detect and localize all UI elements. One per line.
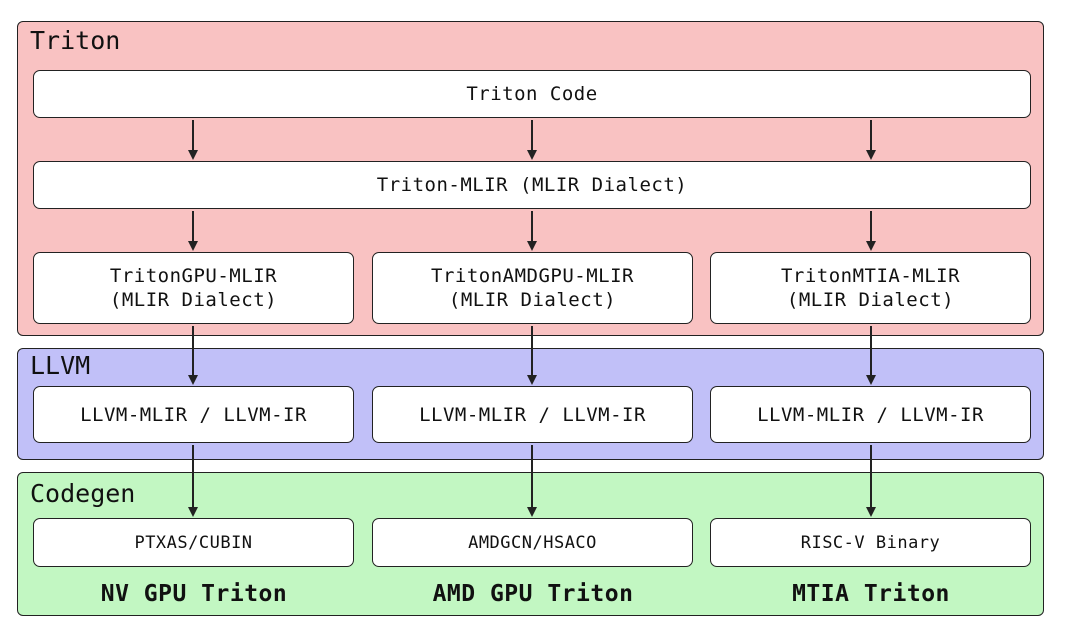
dialect-name: TritonGPU-MLIR: [109, 265, 278, 287]
triton-mlir-label: Triton-MLIR (MLIR Dialect): [376, 174, 688, 196]
codegen-box-label: PTXAS/CUBIN: [134, 532, 253, 553]
caption-mtia-triton: MTIA Triton: [792, 581, 950, 607]
llvm-box-mtia: LLVM-MLIR / LLVM-IR: [710, 386, 1031, 443]
codegen-box-riscv: RISC-V Binary: [710, 518, 1031, 567]
triton-code-label: Triton Code: [466, 83, 598, 105]
triton-mlir-box: Triton-MLIR (MLIR Dialect): [33, 161, 1031, 209]
codegen-section-title: Codegen: [30, 479, 136, 508]
llvm-box-amd: LLVM-MLIR / LLVM-IR: [372, 386, 693, 443]
caption-amd-gpu-triton: AMD GPU Triton: [432, 581, 634, 607]
codegen-box-amdgcn: AMDGCN/HSACO: [372, 518, 693, 567]
dialect-box-tritongpu: TritonGPU-MLIR (MLIR Dialect): [33, 252, 354, 324]
dialect-subtitle: (MLIR Dialect): [448, 289, 617, 311]
llvm-section-title: LLVM: [30, 351, 91, 380]
triton-code-box: Triton Code: [33, 70, 1031, 118]
llvm-box-nv: LLVM-MLIR / LLVM-IR: [33, 386, 354, 443]
caption-nv-gpu-triton: NV GPU Triton: [100, 581, 288, 607]
dialect-subtitle: (MLIR Dialect): [109, 289, 278, 311]
llvm-box-label: LLVM-MLIR / LLVM-IR: [757, 403, 984, 426]
llvm-box-label: LLVM-MLIR / LLVM-IR: [80, 403, 307, 426]
dialect-box-tritonamdgpu: TritonAMDGPU-MLIR (MLIR Dialect): [372, 252, 693, 324]
codegen-box-label: RISC-V Binary: [800, 532, 941, 553]
dialect-name: TritonMTIA-MLIR: [780, 265, 961, 287]
dialect-subtitle: (MLIR Dialect): [786, 289, 955, 311]
codegen-box-label: AMDGCN/HSACO: [468, 532, 597, 553]
llvm-box-label: LLVM-MLIR / LLVM-IR: [419, 403, 646, 426]
dialect-box-tritonmtia: TritonMTIA-MLIR (MLIR Dialect): [710, 252, 1031, 324]
dialect-name: TritonAMDGPU-MLIR: [431, 265, 634, 287]
codegen-box-ptxas: PTXAS/CUBIN: [33, 518, 354, 567]
triton-section-title: Triton: [30, 26, 121, 55]
